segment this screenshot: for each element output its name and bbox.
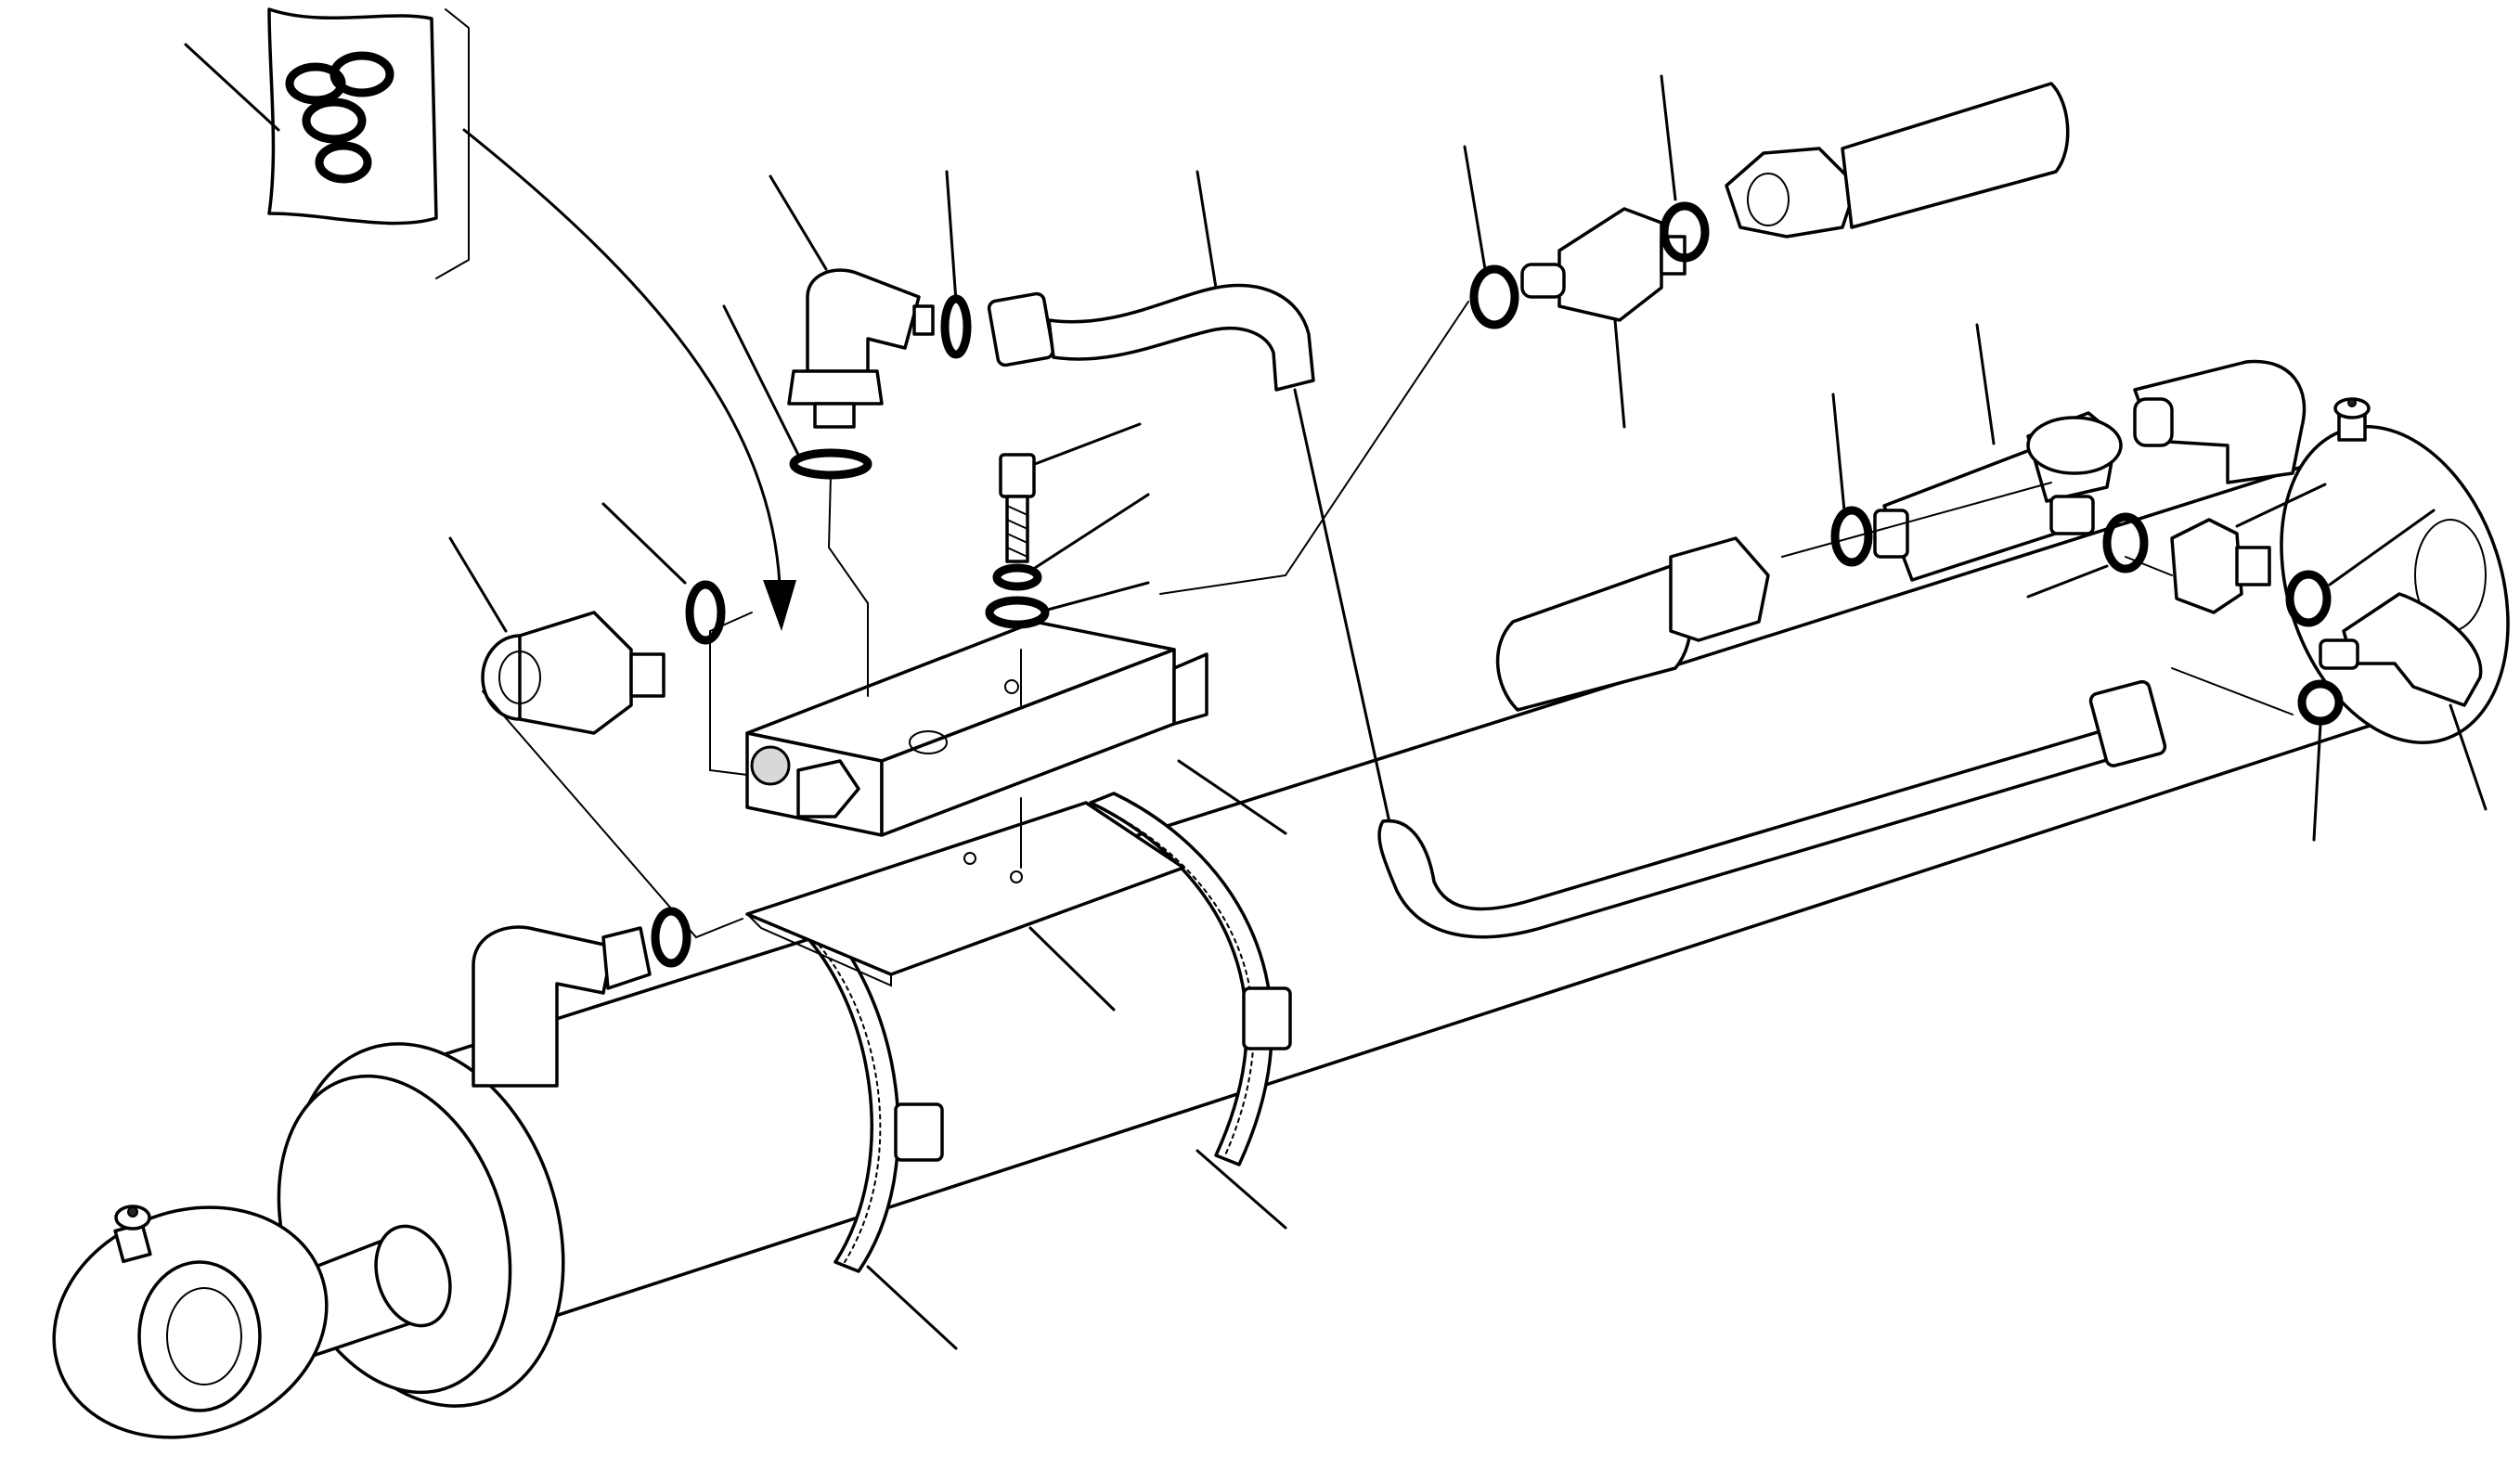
o-ring-icon bbox=[1660, 201, 1710, 263]
o-ring-icon bbox=[685, 580, 726, 645]
adapter-icon bbox=[481, 611, 666, 735]
elbow-fitting-icon bbox=[2133, 359, 2307, 484]
adapter-icon bbox=[1725, 82, 2070, 238]
washer-icon bbox=[992, 563, 1042, 591]
elbow-fitting-icon bbox=[787, 268, 935, 429]
grease-fitting-icon bbox=[113, 1205, 152, 1264]
grease-fitting-icon bbox=[2333, 397, 2371, 442]
o-ring-icon bbox=[789, 448, 872, 480]
o-ring-icon bbox=[1830, 506, 1873, 567]
adapter-icon bbox=[2088, 679, 2167, 767]
mounting-plate-icon bbox=[745, 801, 1185, 987]
o-ring-icon bbox=[651, 907, 691, 968]
o-ring-icon bbox=[940, 294, 972, 359]
tee-fitting-icon bbox=[1873, 411, 2123, 582]
valve-block-icon bbox=[745, 620, 1208, 837]
hose-clamp-icon bbox=[796, 917, 944, 1273]
bolt-icon bbox=[999, 453, 1036, 563]
elbow-fitting-icon bbox=[2319, 592, 2483, 707]
adapter-icon bbox=[1495, 536, 1770, 712]
seal-kit-icon bbox=[267, 7, 470, 279]
leader-lines bbox=[184, 43, 2488, 1350]
o-ring-icon bbox=[2297, 679, 2344, 726]
o-ring-icon bbox=[2285, 570, 2332, 627]
adapter-icon bbox=[1520, 207, 1686, 322]
assembly-guide-lines bbox=[482, 301, 2294, 939]
o-ring-icon bbox=[2102, 512, 2149, 573]
washer-icon bbox=[985, 596, 1050, 629]
adapter-icon bbox=[2170, 518, 2271, 614]
o-ring-icon bbox=[1469, 264, 1519, 329]
